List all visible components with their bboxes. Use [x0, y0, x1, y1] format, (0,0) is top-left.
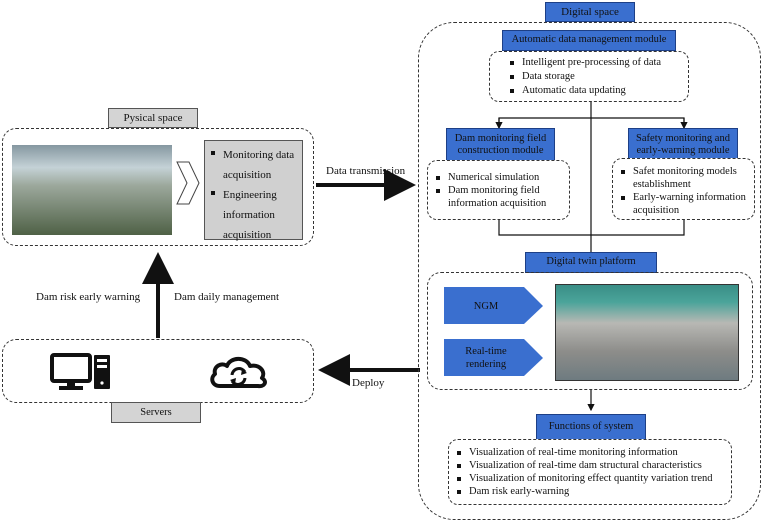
safety-item: Safet monitoring models establishment — [619, 165, 750, 191]
twin-platform-box — [427, 272, 753, 390]
computer-icon — [50, 353, 110, 390]
dam-field-item: Dam monitoring field information acquisi… — [434, 184, 563, 210]
data-transmission-label: Data transmission — [326, 165, 406, 177]
rendering-label: Real-time rendering — [465, 346, 507, 370]
function-item: Visualization of real-time dam structura… — [455, 459, 725, 472]
safety-module-title: Safety monitoring and early-warning modu… — [628, 128, 738, 162]
auto-data-module-box: Intelligent pre-processing of data Data … — [489, 51, 689, 102]
auto-data-module-title: Automatic data management module — [502, 30, 676, 51]
risk-warning-label: Dam risk early warning — [36, 291, 141, 303]
dam-field-module-title: Dam monitoring field construction module — [446, 128, 555, 162]
deploy-label: Deploy — [352, 377, 385, 389]
ngm-arrow-shape — [444, 287, 543, 324]
daily-management-label: Dam daily management — [174, 291, 280, 303]
physical-item: Monitoring data acquisition — [209, 145, 298, 185]
physical-space-container — [2, 128, 314, 246]
physical-items-box: Monitoring data acquisition Engineering … — [204, 140, 303, 241]
function-item: Visualization of real-time monitoring in… — [455, 446, 725, 459]
cloud-sync-icon — [210, 356, 267, 389]
physical-space-label: Pysical space — [108, 108, 198, 128]
rendering-arrow-shape — [444, 339, 543, 376]
auto-data-item: Automatic data updating — [508, 84, 682, 98]
auto-data-item: Data storage — [508, 70, 682, 84]
chevron-right-icon — [176, 161, 200, 205]
digital-space-label: Digital space — [545, 2, 635, 22]
dam-photo — [12, 145, 172, 235]
servers-label: Servers — [111, 402, 201, 423]
dam-render-image — [555, 284, 739, 381]
safety-module-box: Safet monitoring models establishment Ea… — [612, 158, 755, 220]
twin-platform-title: Digital twin platform — [525, 252, 657, 273]
ngm-label: NGM — [473, 300, 499, 312]
safety-item: Early-warning information acquisition — [619, 191, 750, 217]
dam-field-item: Numerical simulation — [434, 171, 563, 184]
functions-title: Functions of system — [536, 414, 646, 440]
function-item: Dam risk early-warning — [455, 485, 725, 498]
functions-box: Visualization of real-time monitoring in… — [448, 439, 732, 505]
digital-space-container — [418, 22, 761, 520]
function-item: Visualization of monitoring effect quant… — [455, 472, 725, 485]
dam-field-module-box: Numerical simulation Dam monitoring fiel… — [427, 160, 570, 220]
auto-data-item: Intelligent pre-processing of data — [508, 56, 682, 70]
physical-item: Engineering information acquisition — [209, 185, 298, 245]
